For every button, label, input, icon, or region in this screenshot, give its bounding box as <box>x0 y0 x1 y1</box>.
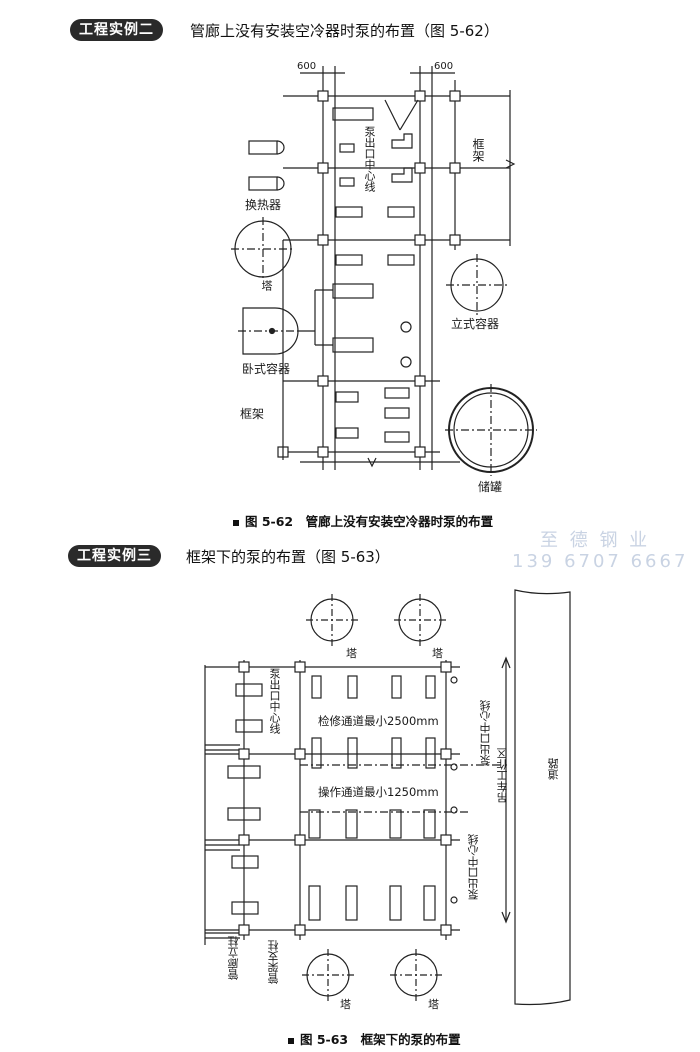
pipe-support-column-label: 管架支柱 <box>267 940 280 984</box>
figure-5-63-caption: 图 5-63 框架下的泵的布置 <box>288 1029 461 1048</box>
section3-badge: 工程实例三 <box>68 545 161 567</box>
frame-label-bottom: 框架 <box>240 407 265 421</box>
maintenance-passage-label: 检修通道最小2500mm <box>318 714 439 728</box>
pump-outlet-centerline-right-bottom: 泵出口中心线 <box>467 834 480 900</box>
frame-label-top: 框架 <box>471 138 485 162</box>
dim-600-left: 600 <box>297 61 317 72</box>
tower-label: 塔 <box>260 280 273 291</box>
watermark-phone: 139 6707 6667 <box>512 551 689 572</box>
figure-5-62-caption: 图 5-62 管廊上没有安装空冷器时泵的布置 <box>233 511 493 530</box>
horizontal-vessel-label: 卧式容器 <box>242 362 291 376</box>
tower-label-top-left: 塔 <box>346 647 357 660</box>
pipe-rack-column-label: 管廊立柱 <box>227 936 240 980</box>
section2-title: 管廊上没有安装空冷器时泵的布置（图 5-62） <box>190 22 499 40</box>
operation-passage-label: 操作通道最小1250mm <box>318 785 439 799</box>
heat-exchanger-label: 换热器 <box>245 198 282 212</box>
pump-outlet-centerline-right-top: 泵出口中心线 <box>479 700 492 766</box>
section3-title: 框架下的泵的布置（图 5-63） <box>186 548 390 566</box>
storage-tank-label: 储罐 <box>478 480 503 494</box>
dim-600-right: 600 <box>434 61 454 72</box>
tower-label-bottom-left: 塔 <box>340 998 351 1011</box>
crane-work-area-label: 吊车工作区 <box>496 748 509 803</box>
vertical-vessel-label: 立式容器 <box>451 317 500 331</box>
figure-5-63-caption-text: 图 5-63 框架下的泵的布置 <box>300 1032 461 1047</box>
road-label: 道路 <box>547 758 560 780</box>
pump-outlet-centerline-left: 泵出口中心线 <box>268 668 281 734</box>
pump-outlet-centerline-label: 泵出口中心线 <box>363 126 376 192</box>
tower-label-top-right: 塔 <box>432 647 443 660</box>
section2-badge: 工程实例二 <box>70 19 163 41</box>
figure-5-62-caption-text: 图 5-62 管廊上没有安装空冷器时泵的布置 <box>245 514 494 529</box>
watermark-company: 至 德 钢 业 <box>540 530 651 551</box>
tower-label-bottom-right: 塔 <box>428 998 439 1011</box>
